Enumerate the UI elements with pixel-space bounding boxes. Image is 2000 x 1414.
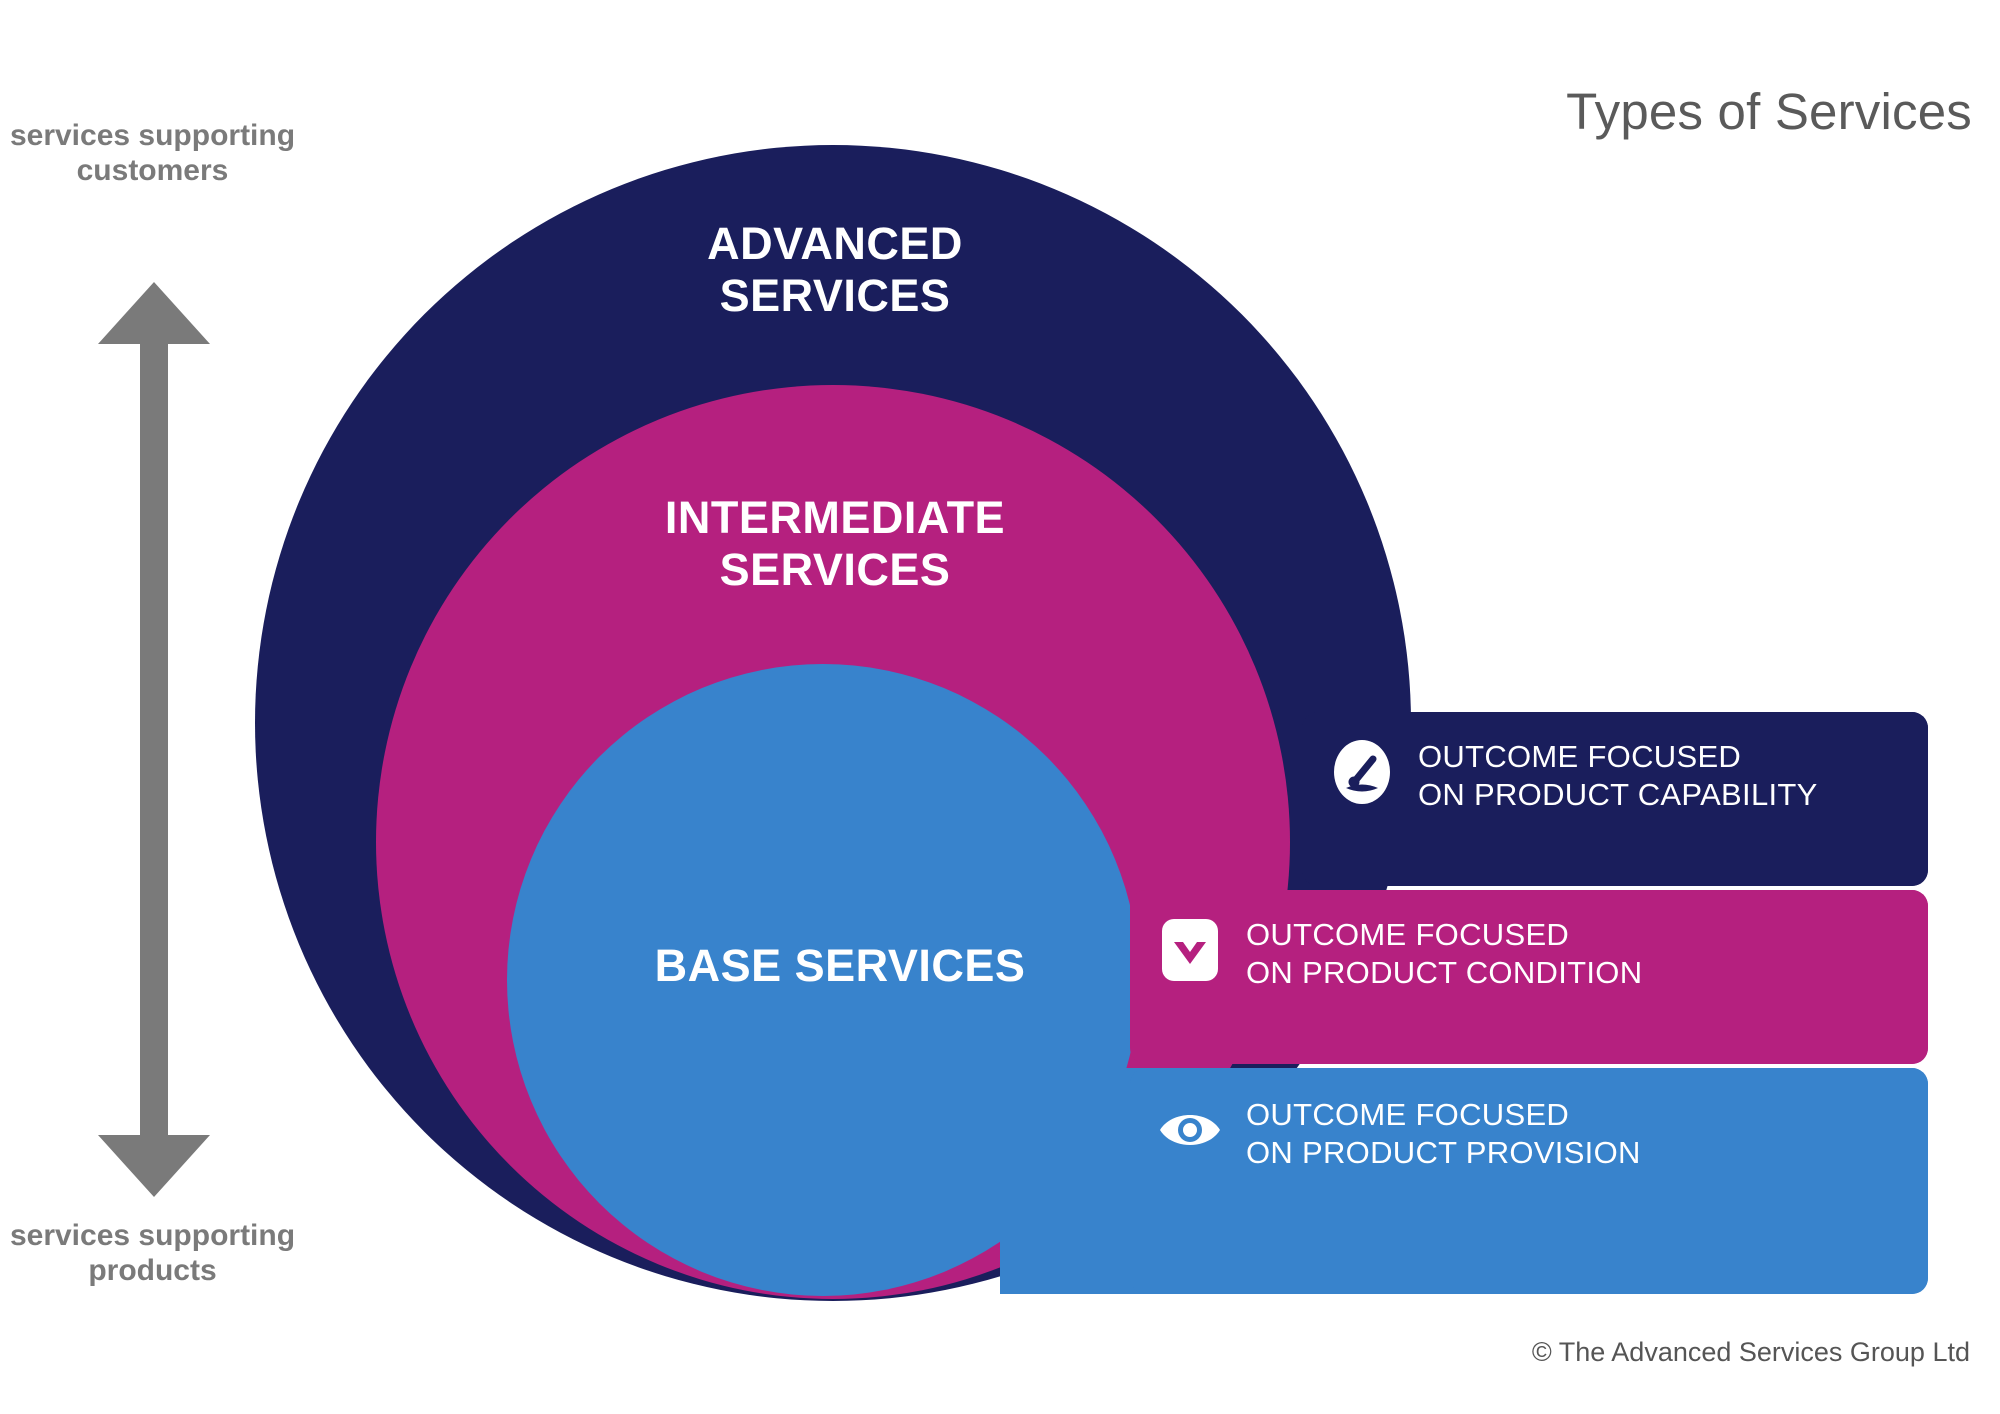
banner-outcome-product-capability: OUTCOME FOCUSED ON PRODUCT CAPABILITY [1302, 712, 1928, 886]
circle-base-services [507, 664, 1139, 1296]
page-title: Types of Services [1566, 83, 1972, 140]
axis-label-services-supporting-products: services supporting products [9, 1219, 296, 1288]
eye-icon [1160, 1115, 1220, 1145]
banner-text-capability: OUTCOME FOCUSED ON PRODUCT CAPABILITY [1418, 739, 1818, 812]
footer-copyright: © The Advanced Services Group Ltd [1531, 1337, 1970, 1367]
banner-outcome-product-provision: OUTCOME FOCUSED ON PRODUCT PROVISION [1130, 1068, 1928, 1294]
banner-outcome-product-condition: OUTCOME FOCUSED ON PRODUCT CONDITION [1130, 890, 1928, 1064]
axis-label-services-supporting-customers: services supporting customers [9, 119, 296, 188]
circle-label-base-services: BASE SERVICES [654, 940, 1026, 991]
double-headed-vertical-arrow-icon [98, 282, 210, 1197]
gauge-icon [1334, 740, 1390, 804]
banner-text-condition: OUTCOME FOCUSED ON PRODUCT CONDITION [1246, 917, 1643, 990]
banner-text-provision: OUTCOME FOCUSED ON PRODUCT PROVISION [1246, 1097, 1641, 1170]
circle-label-intermediate-services: INTERMEDIATE SERVICES [664, 492, 1006, 596]
checkmark-box-icon [1162, 919, 1218, 981]
circle-label-advanced-services: ADVANCED SERVICES [707, 218, 963, 322]
